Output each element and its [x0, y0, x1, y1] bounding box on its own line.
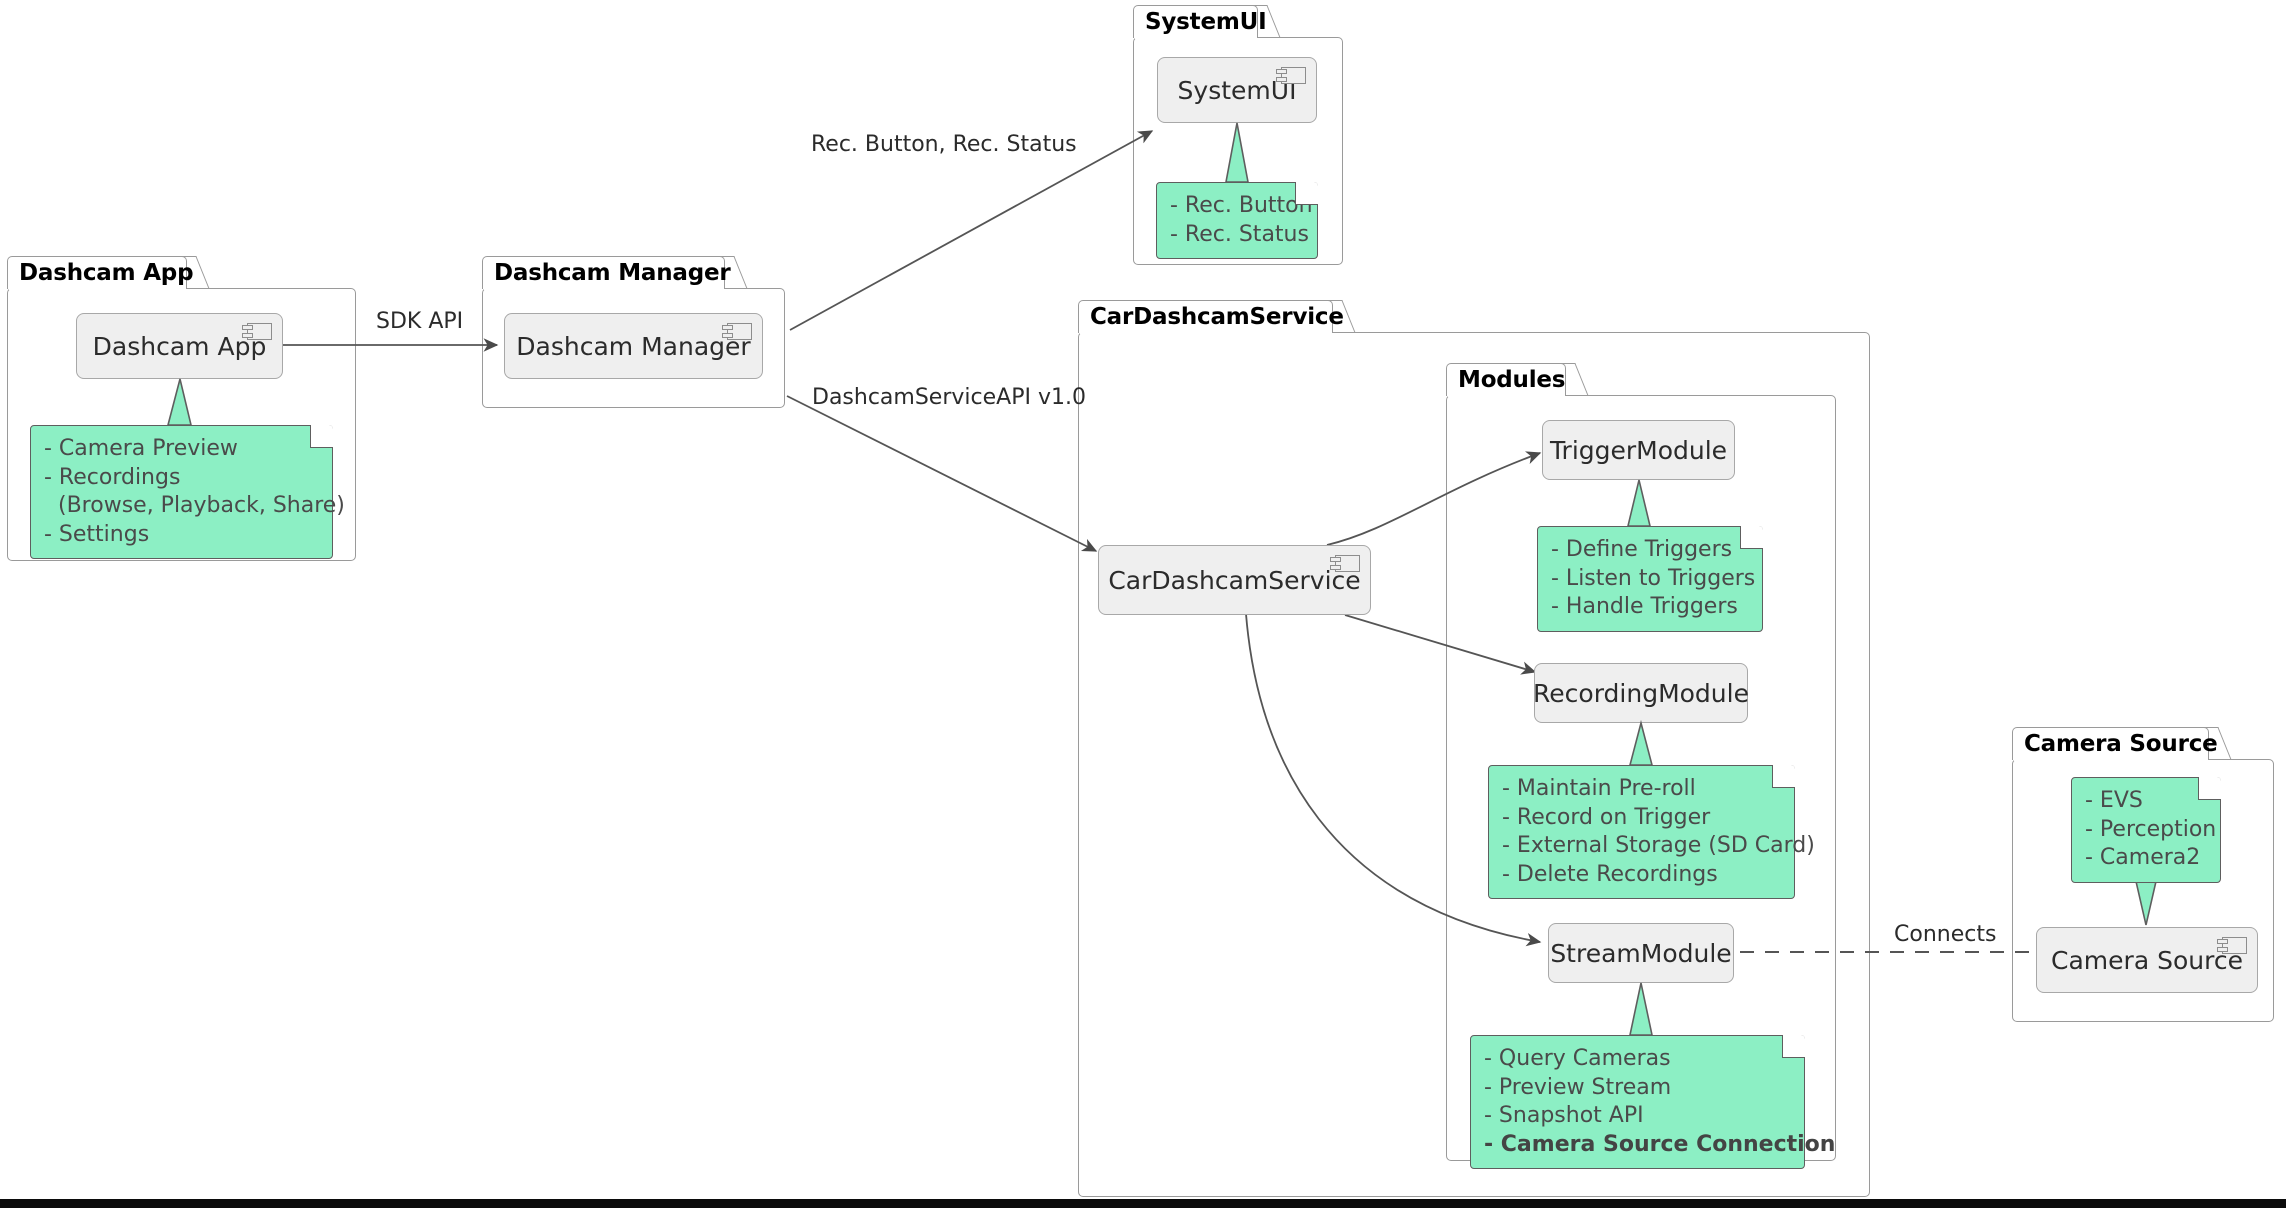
package-label-dashcam-manager: Dashcam Manager — [494, 260, 731, 286]
component-label-dashcam-manager: Dashcam Manager — [516, 331, 751, 361]
component-systemui[interactable]: SystemUI — [1157, 57, 1317, 123]
package-label-modules: Modules — [1458, 367, 1566, 393]
component-label-streammodule: StreamModule — [1550, 938, 1732, 968]
component-icon — [2217, 937, 2247, 954]
note-camera-source: - EVS - Perception - Camera2 — [2071, 777, 2221, 883]
note-line: - Camera Source Connection — [1484, 1131, 1836, 1157]
note-triggermodule: - Define Triggers - Listen to Triggers -… — [1537, 526, 1763, 632]
note-line: - Record on Trigger — [1502, 804, 1711, 830]
note-line: - Camera2 — [2085, 845, 2201, 871]
note-line: - External Storage (SD Card) — [1502, 833, 1815, 859]
component-dashcam-manager[interactable]: Dashcam Manager — [504, 313, 763, 379]
package-label-camera-source: Camera Source — [2024, 731, 2218, 757]
note-line: - Rec. Status — [1170, 221, 1309, 247]
note-line: - Delete Recordings — [1502, 861, 1718, 887]
component-triggermodule[interactable]: TriggerModule — [1542, 420, 1735, 480]
package-label-dashcam-app: Dashcam App — [19, 260, 194, 286]
note-line: - Handle Triggers — [1551, 594, 1738, 620]
note-fold-icon — [1740, 526, 1763, 549]
note-fold-icon — [310, 425, 333, 448]
note-line: - Listen to Triggers — [1551, 565, 1756, 591]
component-icon — [1276, 67, 1306, 84]
note-line: - Recordings — [44, 464, 181, 490]
connector-dashcamserviceapi — [786, 395, 1098, 552]
component-dashcam-app[interactable]: Dashcam App — [76, 313, 283, 379]
note-line: - Camera Preview — [44, 436, 238, 461]
package-tab-systemui: SystemUI — [1133, 5, 1267, 38]
component-camera-source[interactable]: Camera Source — [2036, 927, 2258, 993]
edge-label-rec-button-status: Rec. Button, Rec. Status — [811, 132, 1077, 157]
component-label-triggermodule: TriggerModule — [1549, 435, 1728, 465]
note-fold-icon — [1772, 765, 1795, 788]
note-fold-icon — [2198, 777, 2221, 800]
component-label-recordingmodule: RecordingModule — [1533, 678, 1749, 708]
package-tab-modules: Modules — [1446, 363, 1566, 396]
package-tab-camera-source: Camera Source — [2012, 727, 2218, 760]
edge-label-connects: Connects — [1888, 922, 2003, 947]
package-tab-dashcam-app: Dashcam App — [7, 256, 194, 289]
note-line: - Preview Stream — [1484, 1074, 1672, 1100]
note-line: - Maintain Pre-roll — [1502, 776, 1696, 801]
package-label-systemui: SystemUI — [1145, 9, 1267, 35]
component-label-camera-source: Camera Source — [2051, 945, 2243, 975]
note-line: - Settings — [44, 521, 150, 547]
note-recordingmodule: - Maintain Pre-roll - Record on Trigger … — [1488, 765, 1815, 900]
edge-label-sdk-api: SDK API — [376, 309, 464, 334]
note-dashcam-app: - Camera Preview - Recordings (Browse, P… — [30, 425, 345, 560]
component-icon — [722, 323, 752, 340]
component-streammodule[interactable]: StreamModule — [1548, 923, 1734, 983]
note-fold-icon — [1782, 1035, 1805, 1058]
component-label-cardashcamservice: CarDashcamService — [1108, 565, 1361, 595]
component-cardashcamservice[interactable]: CarDashcamService — [1098, 545, 1371, 615]
edge-label-dashcamserviceapi: DashcamServiceAPI v1.0 — [812, 385, 1086, 410]
note-line: - Perception — [2085, 816, 2217, 842]
note-fold-icon — [1295, 182, 1318, 205]
component-icon — [1330, 555, 1360, 572]
note-streammodule: - Query Cameras - Preview Stream - Snaps… — [1470, 1035, 1836, 1170]
package-label-cardashcamservice: CarDashcamService — [1090, 304, 1344, 330]
note-line: - Rec. Button — [1170, 193, 1313, 218]
component-icon — [242, 323, 272, 340]
component-label-dashcam-app: Dashcam App — [92, 331, 267, 361]
note-systemui: - Rec. Button - Rec. Status — [1156, 182, 1318, 260]
note-line: - Query Cameras — [1484, 1046, 1671, 1071]
note-line: - EVS — [2085, 788, 2143, 813]
package-tab-dashcam-manager: Dashcam Manager — [482, 256, 731, 289]
note-line: (Browse, Playback, Share) — [58, 493, 345, 519]
component-recordingmodule[interactable]: RecordingModule — [1533, 663, 1749, 723]
package-tab-cardashcamservice: CarDashcamService — [1078, 300, 1344, 333]
note-line: - Define Triggers — [1551, 537, 1733, 562]
note-line: - Snapshot API — [1484, 1103, 1644, 1129]
bottom-bar — [0, 1199, 2286, 1208]
